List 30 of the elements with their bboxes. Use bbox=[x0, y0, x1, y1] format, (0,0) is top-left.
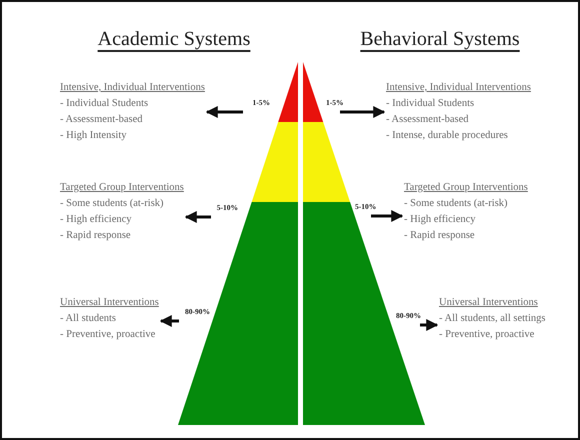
bullet-item: - Some students (at-risk) bbox=[404, 197, 509, 211]
bullet-item: - Preventive, proactive bbox=[60, 328, 156, 342]
bullet-item: - Rapid response bbox=[404, 229, 476, 243]
bullet-item: - All students bbox=[60, 312, 118, 326]
arrow bbox=[340, 106, 386, 118]
arrow bbox=[206, 106, 243, 118]
arrow bbox=[160, 315, 179, 327]
tier-heading: Universal Interventions bbox=[60, 296, 159, 310]
tier-heading: Targeted Group Interventions bbox=[404, 181, 528, 195]
arrow bbox=[420, 319, 438, 331]
tier-heading: Universal Interventions bbox=[439, 296, 539, 310]
bullet-item: - Assessment-based bbox=[60, 113, 144, 127]
bullet-item: - High Intensity bbox=[60, 129, 128, 143]
bullet-item: - Individual Students bbox=[60, 97, 150, 111]
bullet-item: - Rapid response bbox=[60, 229, 132, 243]
section-heading: Academic Systems bbox=[96, 28, 252, 51]
arrow bbox=[371, 210, 404, 222]
tier-heading: Targeted Group Interventions bbox=[60, 181, 184, 195]
bullet-item: - Individual Students bbox=[386, 97, 476, 111]
arrow bbox=[184, 211, 211, 223]
bullet-item: - Intense, durable procedures bbox=[386, 129, 509, 143]
tier-heading: Intensive, Individual Interventions bbox=[386, 81, 531, 95]
tier-heading: Intensive, Individual Interventions bbox=[60, 81, 205, 95]
bullet-item: - Preventive, proactive bbox=[439, 328, 536, 342]
bullet-item: - Some students (at-risk) bbox=[60, 197, 165, 211]
bullet-item: - All students, all settings bbox=[439, 312, 546, 326]
section-heading: Behavioral Systems bbox=[359, 28, 521, 51]
bullet-item: - Assessment-based bbox=[386, 113, 470, 127]
bullet-item: - High efficiency bbox=[404, 213, 477, 227]
bullet-item: - High efficiency bbox=[60, 213, 133, 227]
